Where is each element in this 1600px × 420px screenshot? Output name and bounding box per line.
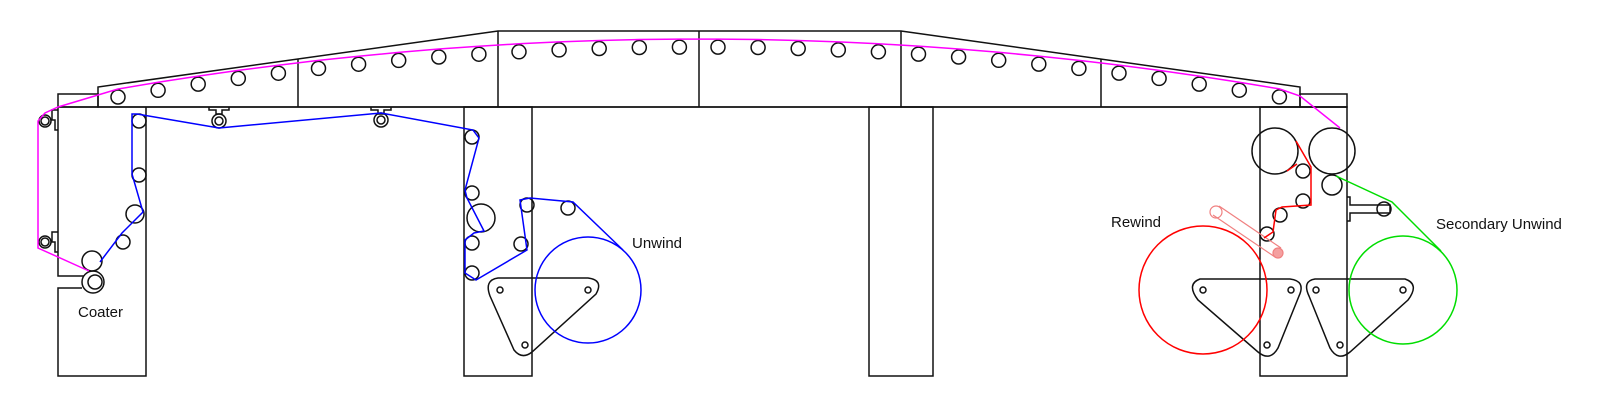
rewind-label: Rewind	[1111, 214, 1161, 231]
dryer-roll	[431, 49, 447, 65]
dryer-rolls	[110, 39, 1288, 105]
dryer-roll	[230, 70, 247, 87]
rewind-roll	[1138, 225, 1268, 355]
dryer-roll	[350, 56, 367, 72]
dryer-roll	[1071, 60, 1087, 77]
dryer-roll	[511, 44, 527, 60]
dryer-roll	[830, 42, 847, 58]
dryer-roll	[1031, 56, 1047, 72]
rewind-tower	[1191, 106, 1414, 377]
unwind-roll	[534, 236, 642, 344]
hanging-rolls	[208, 107, 392, 129]
unwind-tower	[463, 106, 600, 377]
dryer-roll	[270, 65, 287, 81]
dryer-roll	[1231, 82, 1248, 98]
dryer-roll	[1271, 89, 1288, 105]
coater-label: Coater	[78, 304, 123, 321]
dryer-roll	[790, 40, 806, 57]
dryer-roll	[551, 42, 567, 58]
dryer-roll	[1111, 65, 1127, 81]
dryer-roll	[150, 82, 166, 99]
dryer-roll	[710, 39, 726, 55]
dryer-roll	[750, 39, 766, 56]
dryer-roll	[671, 39, 688, 55]
dryer-roll	[591, 40, 607, 57]
dryer-roll	[1191, 76, 1207, 92]
secondary-web-path	[1335, 175, 1442, 252]
dancer-arm	[1209, 205, 1284, 259]
coater-tower	[38, 107, 147, 377]
dryer-roll	[870, 44, 887, 60]
dryer-roll	[110, 89, 126, 105]
dryer-roll	[471, 46, 487, 62]
dryer-roll	[910, 46, 927, 62]
dryer-roll	[631, 39, 648, 56]
main-web-path	[37, 38, 1341, 272]
dryer-roll	[310, 60, 327, 77]
unwind-web-path	[99, 112, 624, 281]
dryer-roll	[950, 49, 967, 65]
dryer-roll	[1151, 70, 1167, 87]
unwind-label: Unwind	[632, 235, 682, 252]
dryer-roll	[390, 52, 407, 69]
dryer-roll	[190, 76, 206, 92]
secondary-unwind-label: Secondary Unwind	[1436, 216, 1562, 233]
secondary-unwind-roll	[1348, 235, 1458, 345]
rewind-web-lower	[1286, 163, 1298, 172]
middle-support	[868, 106, 934, 377]
dryer-roll	[990, 52, 1007, 69]
rewind-web-path	[1263, 140, 1312, 239]
